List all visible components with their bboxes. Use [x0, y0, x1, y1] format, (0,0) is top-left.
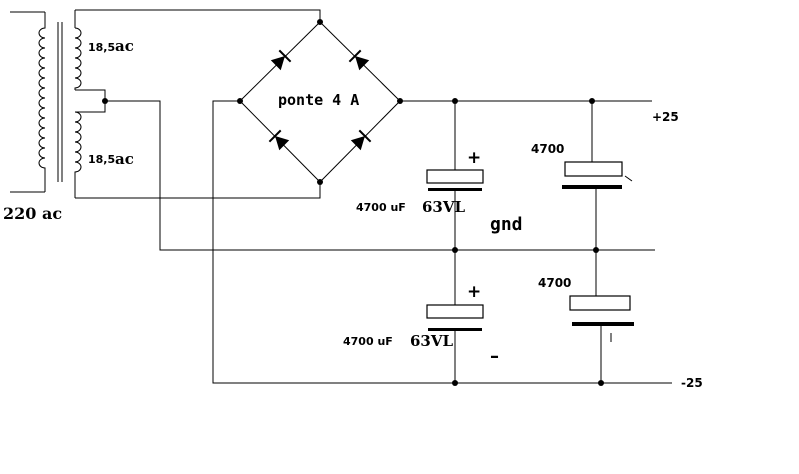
negative-rail-label: -25 [681, 376, 703, 390]
primary-winding [10, 11, 46, 193]
capacitor-bottom-left [426, 304, 484, 331]
cap-bottom-left-plus: + [467, 282, 481, 302]
bridge-label: ponte 4 A [278, 91, 359, 109]
cap-top-left-voltage: 63VL [422, 198, 466, 216]
diode-bottom-left [268, 129, 290, 151]
junction-dots [102, 19, 604, 386]
capacitor-bottom-right [569, 295, 634, 326]
center-tap-lead [75, 89, 106, 113]
transformer [10, 10, 106, 198]
cap-bottom-left-value: 4700 uF [343, 335, 393, 348]
diode-bottom-right [350, 129, 372, 151]
secondary-winding-lower [74, 111, 82, 198]
mains-voltage-label: 220 ac [3, 204, 62, 223]
secondary-bottom-value: 18,5 [88, 153, 115, 166]
capacitor-top-left [426, 169, 484, 191]
cap-top-left-plus: + [467, 148, 481, 168]
ground-label: gnd [490, 214, 523, 235]
wiring [75, 9, 672, 384]
diode-top-left [270, 49, 292, 71]
transformer-core [57, 22, 63, 182]
secondary-bottom-unit: ac [115, 150, 134, 168]
secondary-winding-upper [74, 10, 82, 90]
bridge-rectifier [239, 21, 401, 183]
secondary-top-unit: ac [115, 37, 134, 55]
cap-bottom-left-voltage: 63VL [410, 332, 454, 350]
positive-rail-label: +25 [652, 110, 679, 124]
capacitor-top-right [562, 161, 633, 189]
cap-top-left-value: 4700 uF [356, 201, 406, 214]
cap-bottom-right-value: 4700 [538, 276, 571, 290]
cap-top-right-value: 4700 [531, 142, 564, 156]
secondary-top-value: 18,5 [88, 41, 115, 54]
cap-bottom-left-minus: – [490, 346, 499, 367]
diode-top-right [348, 49, 370, 71]
